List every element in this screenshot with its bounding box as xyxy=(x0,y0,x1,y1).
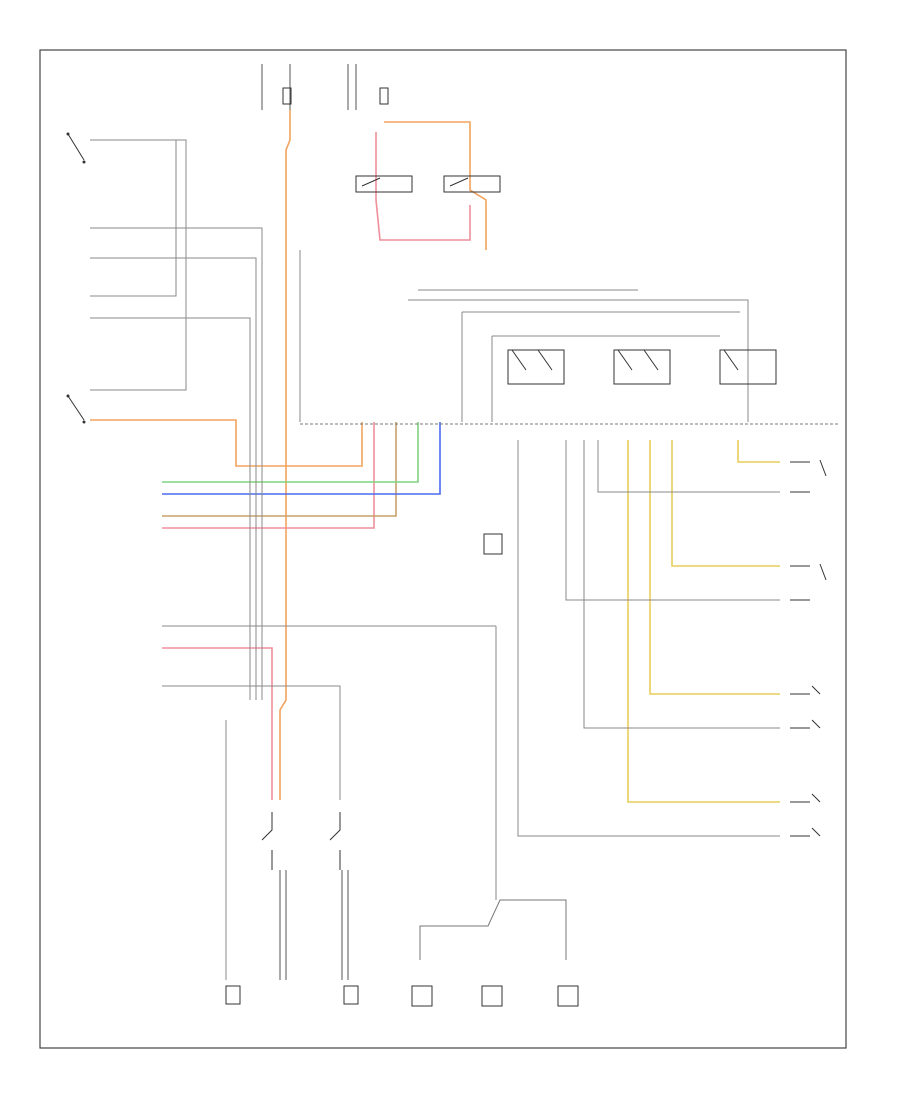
fuse-block-right xyxy=(347,64,389,110)
liftgate-ajar-switch xyxy=(66,394,86,424)
pink-lock-wire xyxy=(162,422,375,529)
left-front-door-ajar-switch xyxy=(66,132,86,164)
diagram-frame xyxy=(39,49,847,1049)
yellow-wire-1 xyxy=(737,440,780,463)
orange-relay-wire xyxy=(384,121,487,250)
pink-relay-wire xyxy=(375,132,471,241)
bottom-switches xyxy=(225,985,579,1007)
bottom-branch xyxy=(419,899,567,960)
liftgate-lower-switches xyxy=(261,812,349,980)
orange-liftgate-wire xyxy=(90,419,363,467)
relay-right xyxy=(443,175,501,193)
orange-feed-wire xyxy=(279,110,291,800)
gray-wires xyxy=(90,139,780,980)
center-connector xyxy=(483,533,503,555)
blue-wire xyxy=(162,422,441,495)
yellow-wire-4 xyxy=(627,440,780,803)
tan-lock-wire xyxy=(162,422,397,517)
fuse-block-left xyxy=(261,64,292,110)
yellow-wire-3 xyxy=(649,440,780,695)
green-wire xyxy=(162,422,419,483)
door-jamb-switches xyxy=(790,459,827,837)
pink-bcm-wire xyxy=(162,647,273,800)
relay-left xyxy=(355,175,413,193)
yellow-wire-2 xyxy=(671,440,780,567)
lock-switch-group xyxy=(507,349,777,385)
